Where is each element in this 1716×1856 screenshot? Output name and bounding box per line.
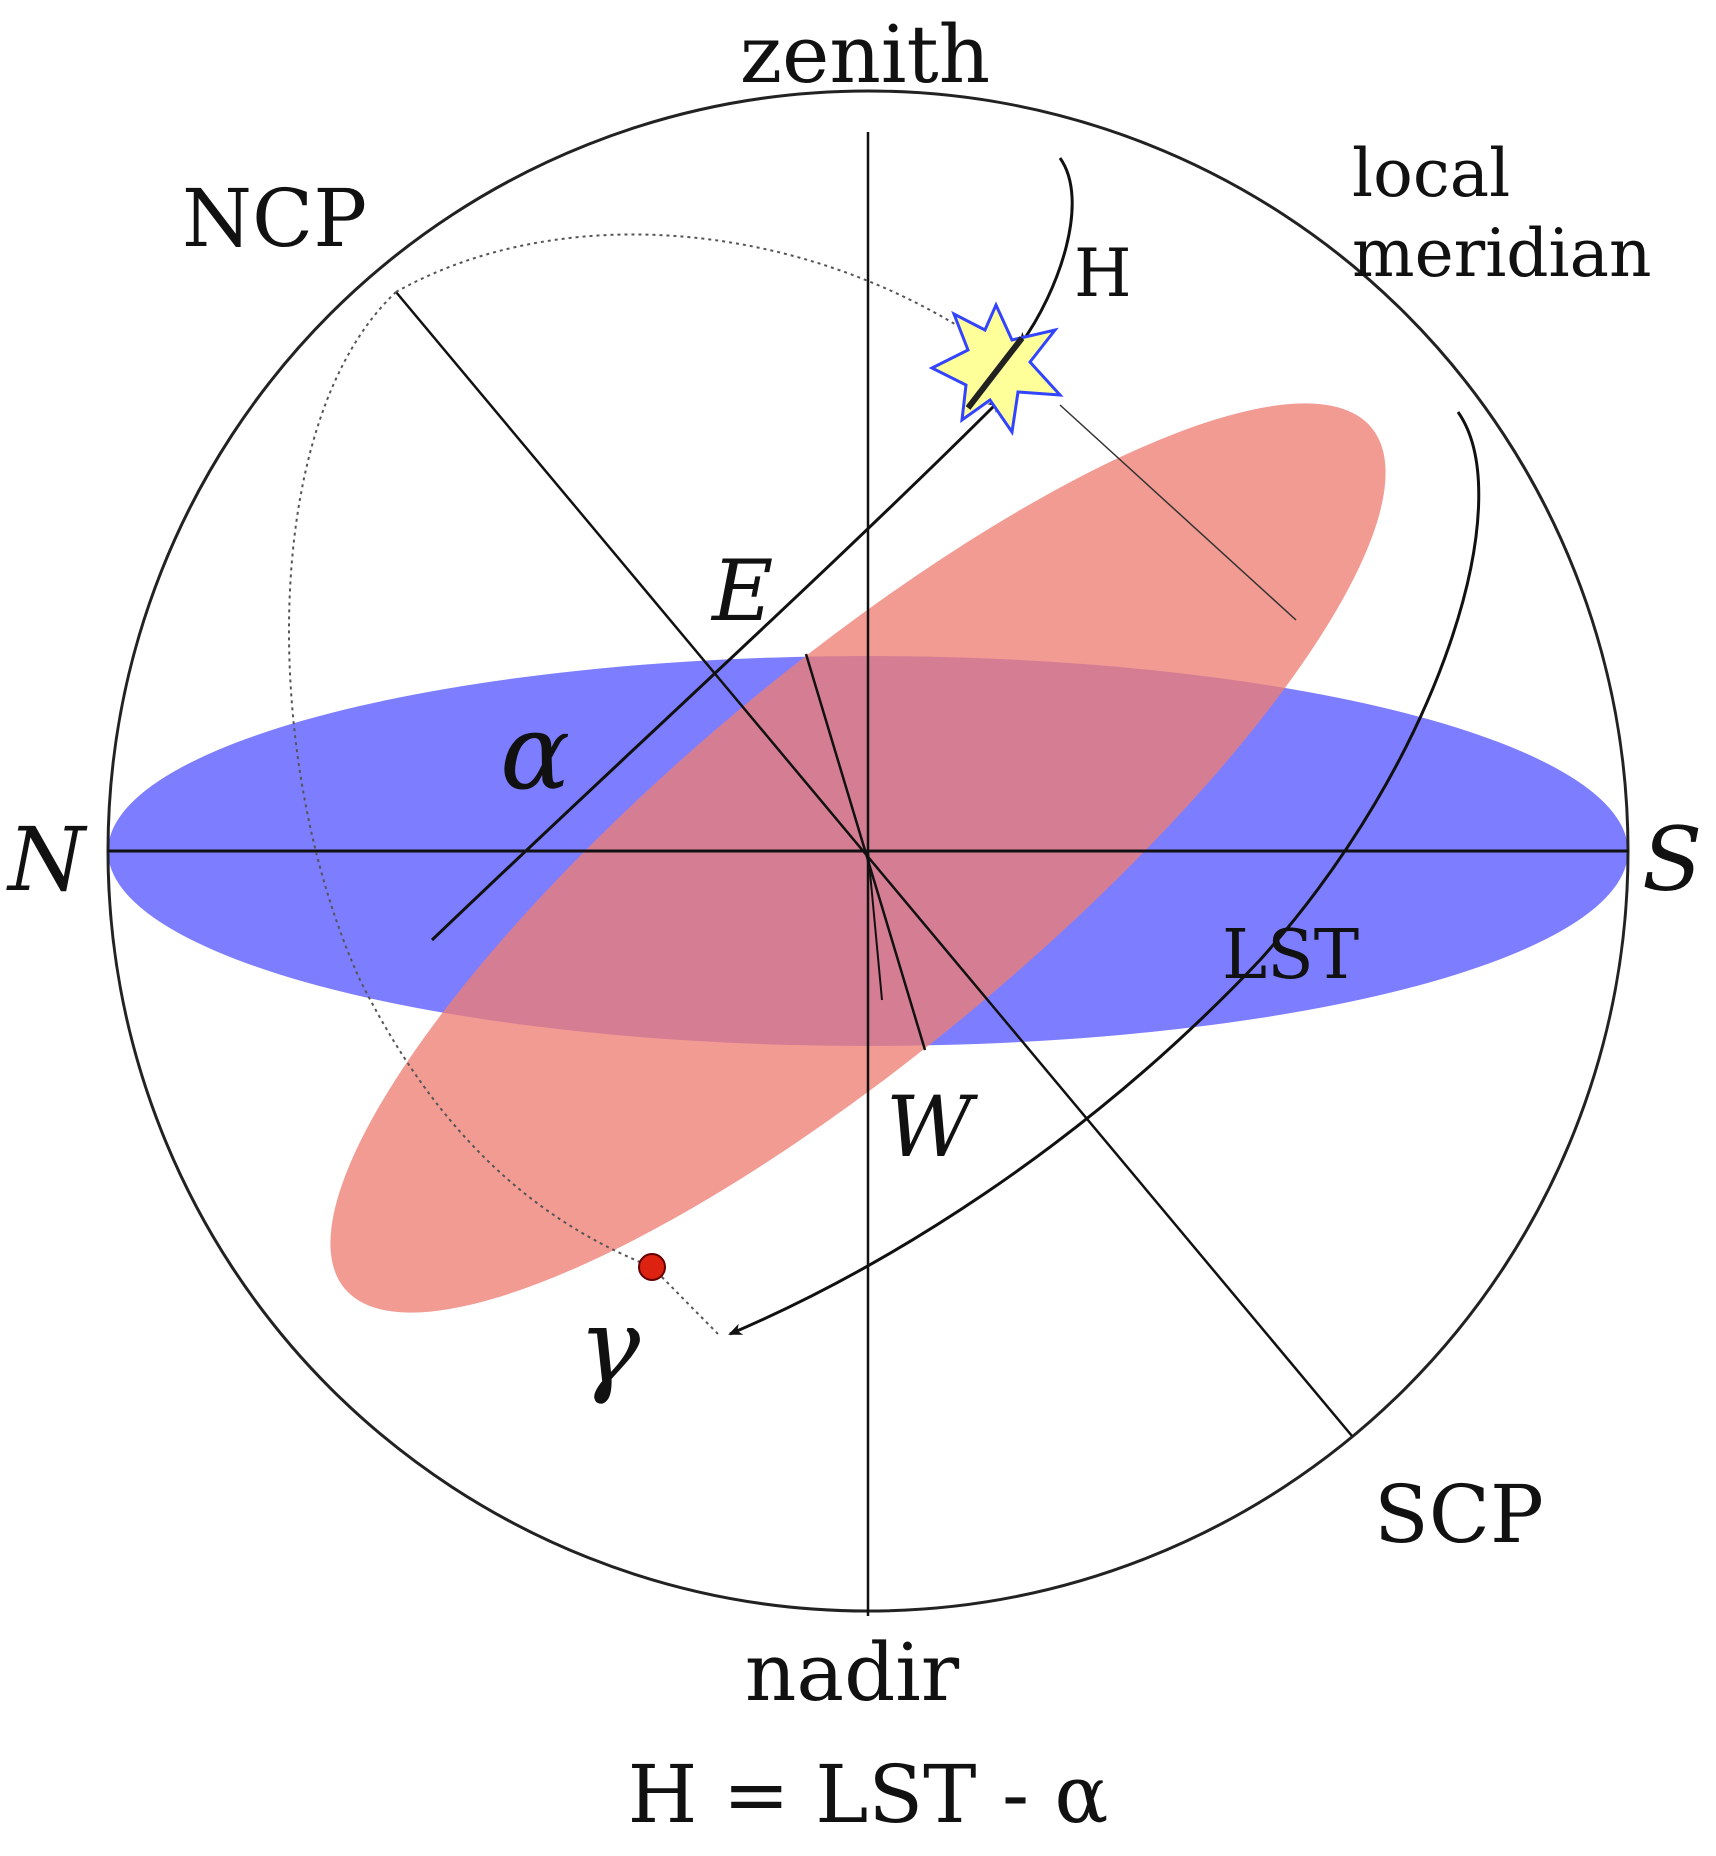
local-sidereal-time-arc — [728, 411, 1481, 1336]
equator-axis-line-1 — [804, 653, 927, 1051]
hour-angle-label: H — [1074, 235, 1132, 312]
vernal-equinox-dot-icon — [638, 1253, 666, 1281]
polar-axis — [395, 291, 1353, 1437]
local-meridian-label-line2: meridian — [1352, 215, 1652, 292]
north-label: N — [6, 808, 88, 911]
celestial-equator-plane — [330, 403, 1386, 1313]
formula-label: H = LST - α — [628, 1748, 1109, 1841]
right-ascension-arc — [430, 398, 1002, 942]
alpha-label: α — [500, 691, 570, 813]
gamma-label: γ — [578, 1285, 641, 1407]
zenith-label: zenith — [740, 8, 990, 101]
local-meridian-label-line1: local — [1352, 135, 1510, 212]
equator-axis-line-2 — [867, 850, 883, 1001]
scp-label: SCP — [1374, 1468, 1544, 1561]
east-label: E — [710, 542, 773, 640]
south-label: S — [1642, 808, 1702, 911]
star-declination-line — [1059, 404, 1297, 621]
star-icon — [928, 301, 1064, 436]
west-label: W — [886, 1078, 979, 1176]
lst-label: LST — [1222, 916, 1359, 995]
star-hour-circle — [395, 233, 981, 341]
nadir-label: nadir — [745, 1626, 960, 1719]
hour-angle-arc — [1018, 157, 1074, 347]
vernal-point-link — [651, 1266, 719, 1335]
ncp-label: NCP — [182, 172, 367, 265]
